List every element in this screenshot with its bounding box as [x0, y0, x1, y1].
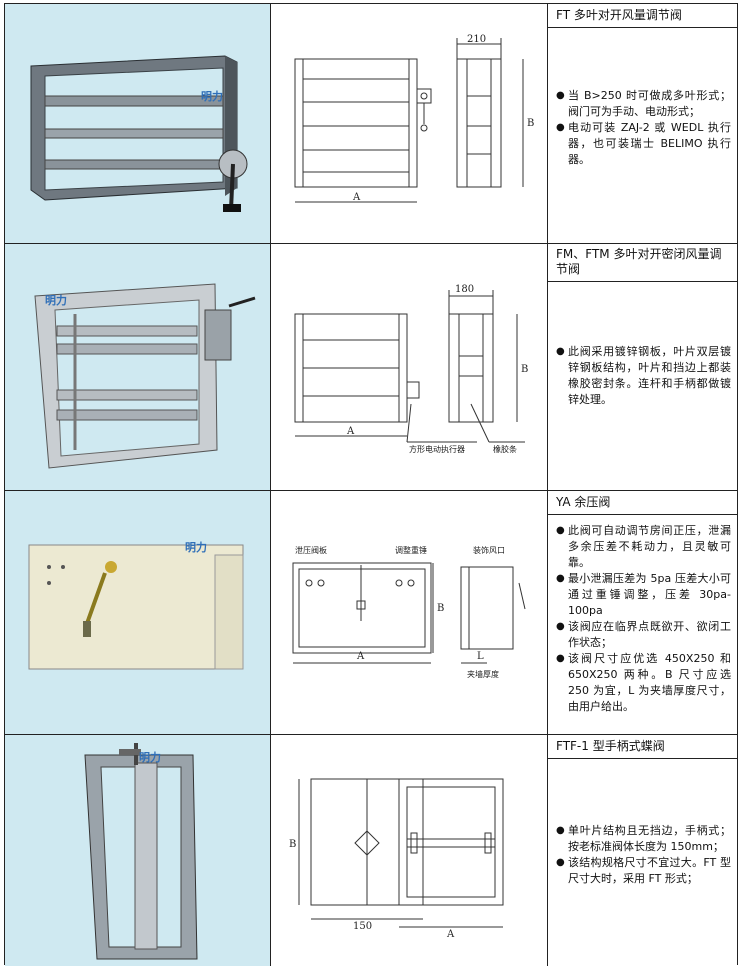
feature-list: 此阀可自动调节房间正压，泄漏多余压差不耗动力，且灵敏可靠。 最小泄漏压差为 5p…: [548, 515, 737, 715]
drawing-svg: 150 A B: [289, 778, 504, 940]
dim-b-label: B: [289, 839, 296, 850]
description-ya: YA 余压阀 此阀可自动调节房间正压，泄漏多余压差不耗动力，且灵敏可靠。 最小泄…: [548, 491, 737, 734]
dim-a-label: A: [352, 192, 361, 203]
product-photo-fm: 明力: [5, 244, 271, 490]
description-fm: FM、FTM 多叶对开密闭风量调节阀 此阀采用镀锌钢板，叶片双层镀锌钢板结构，叶…: [548, 244, 737, 490]
feature-item: 该结构规格尺寸不宜过大。FT 型尺寸大时，采用 FT 形式；: [556, 855, 731, 887]
product-title: FTF-1 型手柄式蝶阀: [548, 735, 737, 759]
feature-list: 此阀采用镀锌钢板，叶片双层镀锌钢板结构，叶片和挡边上都装橡胶密封条。连杆和手柄都…: [548, 282, 737, 408]
feature-item: 此阀采用镀锌钢板，叶片双层镀锌钢板结构，叶片和挡边上都装橡胶密封条。连杆和手柄都…: [556, 344, 731, 408]
feature-item: 单叶片结构且无挡边，手柄式；按老标准阀体长度为 150mm；: [556, 823, 731, 855]
dim-a-label: A: [446, 929, 455, 940]
dim-a-label: A: [356, 651, 365, 662]
description-ft: FT 多叶对开风量调节阀 当 B>250 时可做成多叶形式；阀门可为手动、电动形…: [548, 4, 737, 243]
weight-label: 调整重锤: [395, 545, 427, 555]
product-title: FM、FTM 多叶对开密闭风量调节阀: [548, 244, 737, 282]
brand-logo: 明力: [185, 540, 207, 554]
product-photo-ya: 明力: [5, 491, 271, 734]
dim-b-label: B: [437, 603, 444, 614]
description-ftf: FTF-1 型手柄式蝶阀 单叶片结构且无挡边，手柄式；按老标准阀体长度为 150…: [548, 735, 737, 966]
dim-width-label: 210: [467, 34, 486, 45]
technical-drawing-ya: 泄压阀板 调整重锤 装饰风口 A B L 夹墙厚度: [271, 491, 548, 734]
product-table: 明力: [4, 3, 738, 966]
feature-item: 该阀应在临界点既欲开、欲闭工作状态；: [556, 619, 731, 651]
brand-logo: 明力: [201, 89, 223, 103]
butterfly-valve-illustration: 明力: [84, 743, 198, 960]
dim-l-label: L: [477, 651, 484, 662]
feature-list: 当 B>250 时可做成多叶形式；阀门可为手动、电动形式； 电动可装 ZAJ-2…: [548, 28, 737, 168]
feature-item: 最小泄漏压差为 5pa 压差大小可通过重锤调整，压差 30pa-100pa: [556, 571, 731, 619]
actuator-label: 方形电动执行器: [409, 444, 465, 454]
product-title: FT 多叶对开风量调节阀: [548, 4, 737, 28]
product-row-ftf: 明力 150 A: [5, 735, 737, 966]
technical-drawing-ft: 210 A B: [271, 4, 548, 243]
brand-logo: 明力: [45, 293, 67, 307]
damper-photo-illustration: 明力: [34, 283, 256, 469]
feature-item: 当 B>250 时可做成多叶形式；阀门可为手动、电动形式；: [556, 88, 731, 120]
product-photo-ftf: 明力: [5, 735, 271, 966]
product-title: YA 余压阀: [548, 491, 737, 515]
feature-item: 此阀可自动调节房间正压，泄漏多余压差不耗动力，且灵敏可靠。: [556, 523, 731, 571]
product-row-ya: 明力 泄压阀板 调整: [5, 491, 737, 735]
product-row-ft: 明力: [5, 4, 737, 244]
technical-drawing-fm: 180 A B 方形电动执行器 橡胶条: [271, 244, 548, 490]
technical-drawing-ftf: 150 A B: [271, 735, 548, 966]
product-photo-ft: 明力: [5, 4, 271, 243]
brand-logo: 明力: [139, 750, 161, 764]
dim-width-label: 180: [455, 284, 474, 295]
valve-photo-illustration: 明力: [28, 540, 244, 670]
rubber-strip-label: 橡胶条: [493, 444, 517, 454]
feature-list: 单叶片结构且无挡边，手柄式；按老标准阀体长度为 150mm； 该结构规格尺寸不宜…: [548, 759, 737, 887]
dim-b-label: B: [521, 364, 528, 375]
drawing-svg: 泄压阀板 调整重锤 装饰风口 A B L 夹墙厚度: [292, 545, 526, 679]
drawing-svg: 180 A B 方形电动执行器 橡胶条: [294, 284, 528, 454]
dim-b-label: B: [527, 118, 534, 129]
dim-width-label: 150: [353, 921, 372, 932]
relief-plate-label: 泄压阀板: [295, 545, 327, 555]
damper-photo-illustration: 明力: [30, 55, 248, 212]
wall-thickness-label: 夹墙厚度: [467, 669, 499, 679]
feature-item: 电动可装 ZAJ-2 或 WEDL 执行器，也可装瑞士 BELIMO 执行器。: [556, 120, 731, 168]
dim-a-label: A: [346, 426, 355, 437]
drawing-svg: 210 A B: [294, 34, 534, 203]
feature-item: 该阀尺寸应优选 450X250 和 650X250 两种。B 尺寸应选 250 …: [556, 651, 731, 715]
grille-label: 装饰风口: [473, 545, 505, 555]
product-row-fm: 明力: [5, 244, 737, 491]
